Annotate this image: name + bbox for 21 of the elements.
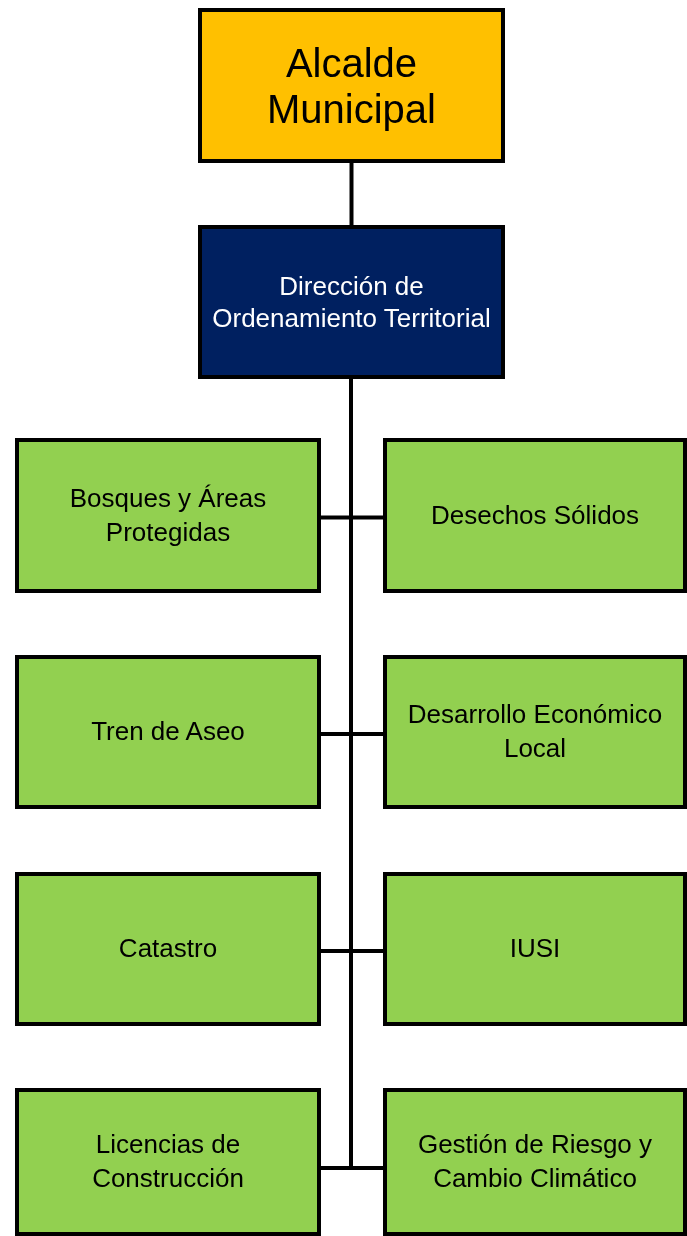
node-label: Alcalde Municipal xyxy=(266,39,437,132)
connector-line xyxy=(349,163,354,225)
node-label: IUSI xyxy=(509,932,561,966)
unit-box xyxy=(15,438,321,593)
directorate-box xyxy=(198,225,505,379)
node-label: Dirección de Ordenamiento Territorial xyxy=(211,269,492,335)
unit-box xyxy=(383,655,687,809)
unit-box xyxy=(15,655,321,809)
node-label: Bosques y Áreas Protegidas xyxy=(68,481,268,549)
node-label: Desechos Sólidos xyxy=(430,498,640,532)
node-label: Catastro xyxy=(118,932,218,966)
node-label: Licencias de Construcción xyxy=(91,1128,245,1195)
node-label: Desarrollo Económico Local xyxy=(406,698,664,765)
unit-box xyxy=(383,438,687,593)
node-label: Tren de Aseo xyxy=(91,715,245,749)
node-label: Gestión de Riesgo y Cambio Climático xyxy=(416,1128,654,1195)
unit-box xyxy=(15,872,321,1026)
unit-box xyxy=(383,1088,687,1236)
unit-box xyxy=(383,872,687,1026)
mayor-box xyxy=(198,8,505,163)
unit-box xyxy=(15,1088,321,1236)
